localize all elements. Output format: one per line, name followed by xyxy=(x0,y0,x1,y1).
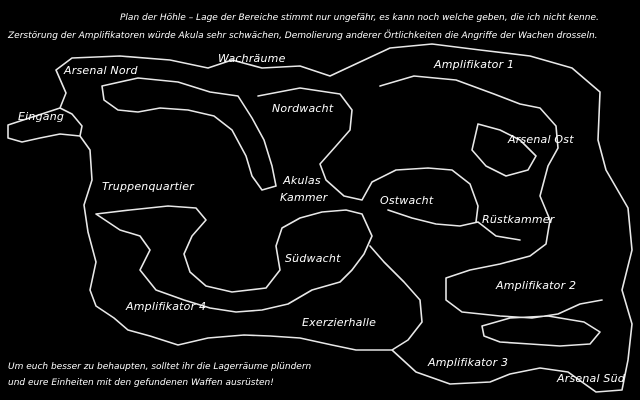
area-suedwacht: Südwacht xyxy=(285,252,341,265)
cave-wall-nordwacht-pocket xyxy=(257,87,479,223)
area-akulas-kammer: Akulas Kammer xyxy=(280,172,328,206)
area-eingang: Eingang xyxy=(18,110,65,123)
area-truppenquartier: Truppenquartier xyxy=(102,180,194,193)
area-ostwacht: Ostwacht xyxy=(380,194,434,207)
area-amplifikator-2: Amplifikator 2 xyxy=(496,279,577,292)
cave-wall-ruestkammer xyxy=(471,123,537,177)
cave-wall-truppenquartier xyxy=(95,205,373,313)
area-arsenal-sued: Arsenal Süd xyxy=(557,372,625,385)
area-amplifikator-1: Amplifikator 1 xyxy=(434,58,515,71)
map-footer-note-2: und eure Einheiten mit den gefundenen Wa… xyxy=(8,378,274,388)
cave-wall-arsenal-ost xyxy=(379,75,603,319)
cave-wall-eingang-notch xyxy=(59,107,83,137)
area-kammer-label: Kammer xyxy=(280,191,328,204)
cave-wall-nordwacht xyxy=(101,77,277,191)
area-nordwacht: Nordwacht xyxy=(272,102,334,115)
cave-wall-exerzierhalle xyxy=(369,245,423,351)
area-akulas-label: Akulas xyxy=(283,174,321,187)
area-arsenal-nord: Arsenal Nord xyxy=(64,64,138,77)
area-amplifikator-4: Amplifikator 4 xyxy=(126,300,207,313)
area-amplifikator-3: Amplifikator 3 xyxy=(428,356,509,369)
area-arsenal-ost: Arsenal Ost xyxy=(508,133,574,146)
area-wachraeume: Wachräume xyxy=(218,52,286,65)
map-header-note-1: Plan der Höhle – Lage der Bereiche stimm… xyxy=(120,13,599,23)
area-ruestkammer: Rüstkammer xyxy=(482,213,555,226)
cave-wall-ostwacht xyxy=(387,209,521,241)
map-header-note-2: Zerstörung der Amplifikatoren würde Akul… xyxy=(8,31,598,41)
cave-wall-amplifikator-2-pocket xyxy=(481,315,601,347)
map-footer-note-1: Um euch besser zu behaupten, solltet ihr… xyxy=(8,362,312,372)
area-exerzierhalle: Exerzierhalle xyxy=(302,316,377,329)
cave-outer-wall xyxy=(7,43,633,393)
